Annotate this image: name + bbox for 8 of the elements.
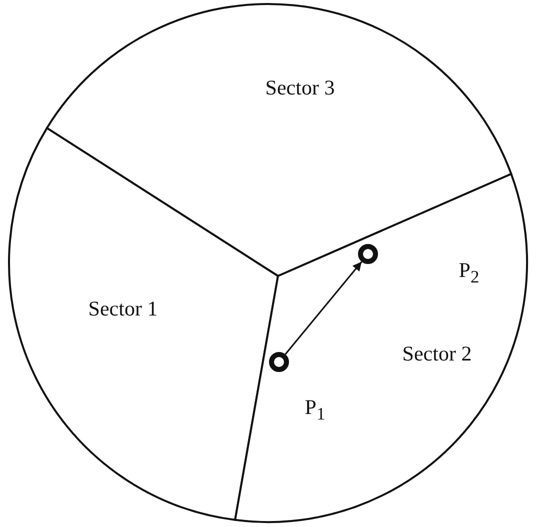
sector-label: Sector 3 <box>265 78 335 98</box>
arrow <box>284 261 362 355</box>
sector-region <box>7 126 280 522</box>
sector-label: Sector 2 <box>402 344 472 364</box>
sector-label: Sector 1 <box>88 298 158 320</box>
sector-region <box>233 171 529 524</box>
point-label: P$_{2}$ <box>458 260 480 286</box>
point-label: P$_{1}$ <box>304 397 326 423</box>
